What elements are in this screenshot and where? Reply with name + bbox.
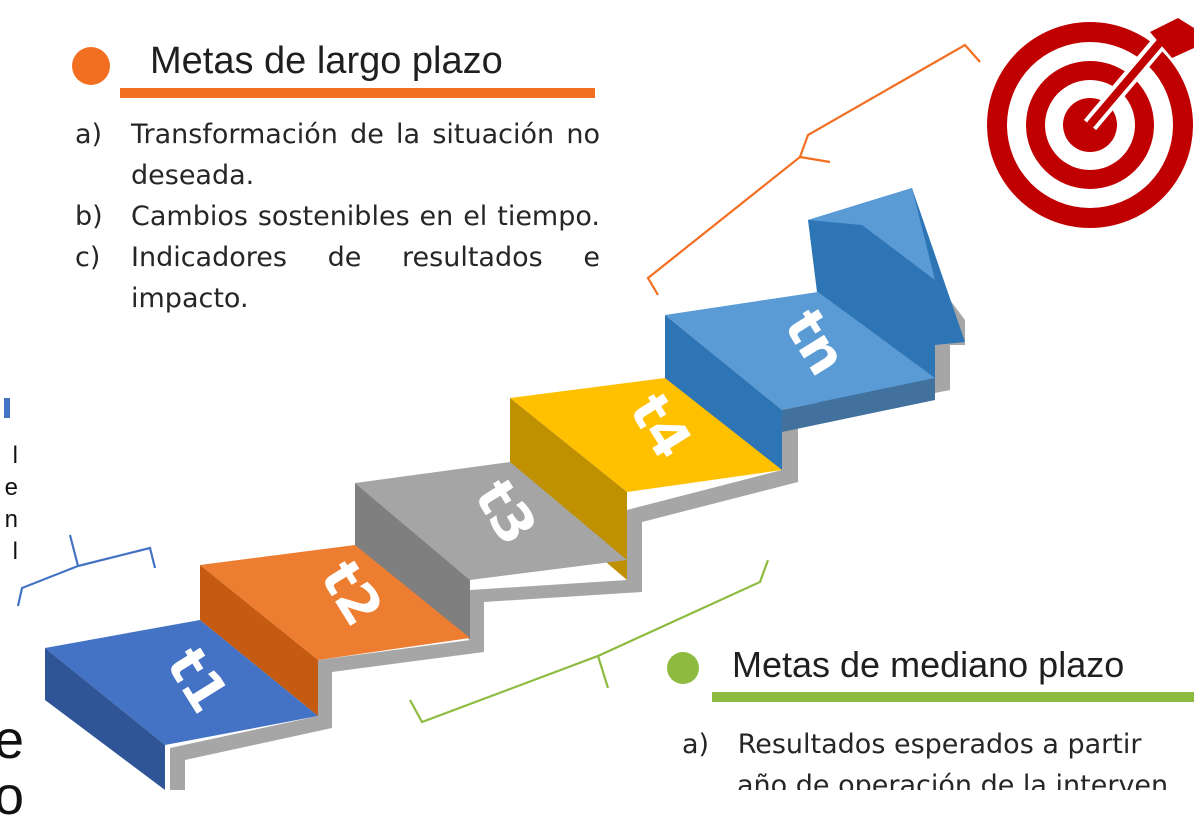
target-icon — [987, 18, 1194, 228]
short-term-bracket — [16, 534, 157, 607]
short-term-letters: l e n l — [4, 442, 18, 565]
medium-term-list: a) Resultados esperados a partir año de … — [682, 724, 1194, 790]
medium-term-heading: Metas de mediano plazo — [732, 644, 1125, 685]
long-term-underline — [120, 88, 595, 98]
list-item: a)Transformación de la situación no dese… — [75, 119, 600, 191]
step-t4 — [510, 378, 782, 580]
long-term-bracket-tick — [799, 155, 831, 164]
medium-term-bracket — [409, 559, 770, 724]
list-item: b)Cambios sostenibles en el tiempo. — [75, 201, 600, 232]
medium-term-bullet — [667, 652, 699, 684]
step-t2 — [200, 545, 470, 716]
staircase-diagram: t1 t2 t3 t4 tn — [16, 18, 1194, 790]
list-item-continuation: año de operación de la interven — [737, 770, 1169, 790]
long-term-list: a)Transformación de la situación no dese… — [75, 114, 600, 319]
step-t1 — [45, 620, 318, 790]
step-tn — [665, 292, 935, 470]
long-term-bullet — [72, 47, 110, 85]
long-term-heading: Metas de largo plazo — [150, 40, 503, 82]
list-item: c)Indicadores de resultados e impacto. — [75, 242, 600, 314]
short-term-big-letters: e o — [0, 710, 25, 826]
medium-term-underline — [712, 692, 1194, 702]
short-term-accent-bar — [4, 398, 10, 418]
long-term-bracket — [646, 43, 981, 296]
list-item: a) Resultados esperados a partir — [682, 729, 1142, 760]
step-t3 — [355, 462, 627, 640]
